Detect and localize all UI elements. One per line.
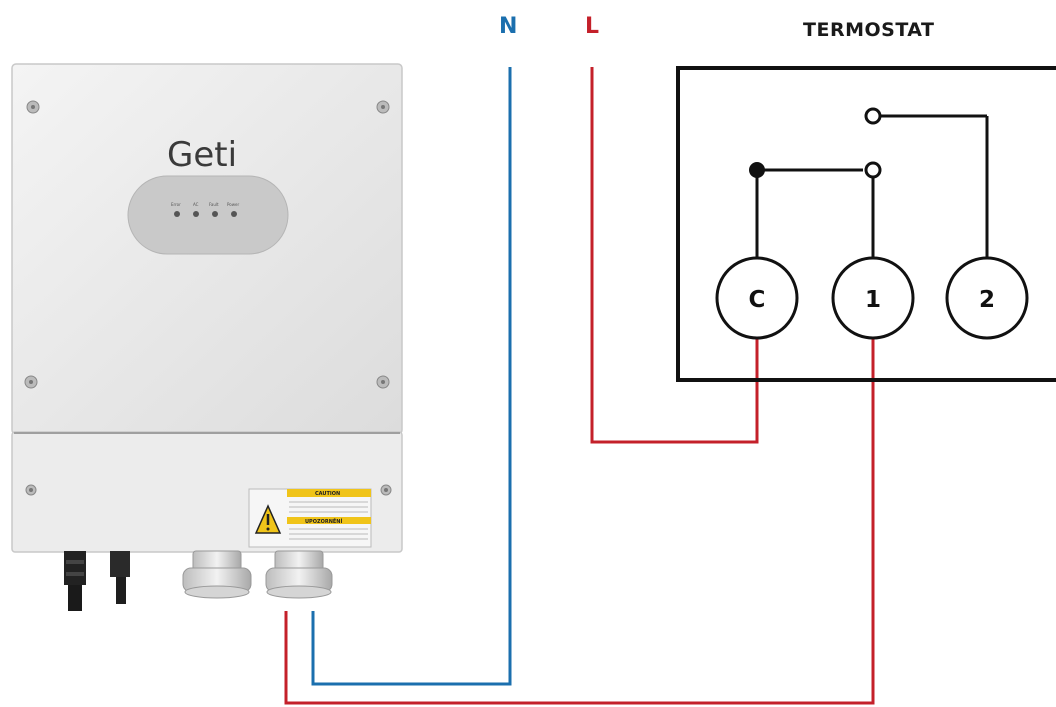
terminal-1-label: 1 (865, 287, 881, 313)
terminal-c-label: C (749, 287, 766, 313)
live-wire-input (590, 67, 759, 444)
thermostat-label: TERMOSTAT (803, 19, 935, 41)
warning-title: UPOZORNĚNÍ (305, 517, 342, 525)
junction-dot (749, 162, 765, 178)
led-label: Fault (209, 202, 219, 207)
led-power (231, 211, 237, 217)
screw-icon (376, 375, 390, 389)
screw-icon (376, 100, 390, 114)
led-label: Error (171, 202, 181, 207)
terminal-c: C (715, 256, 799, 340)
terminal-2-label: 2 (979, 287, 995, 313)
led-ac (193, 211, 199, 217)
dc-connector (64, 551, 86, 611)
screw-icon (26, 100, 40, 114)
contact-open-2 (864, 107, 882, 125)
neutral-wire (311, 67, 512, 686)
contact-open-1 (864, 161, 882, 179)
led-indicators: Error AC Fault Power (171, 202, 239, 217)
brand-logo: Geti (167, 135, 237, 175)
led-label: AC (193, 202, 199, 207)
live-wire-output (284, 337, 875, 705)
inverter-device: Geti Error AC Fault Power CAUTION UPOZOR… (11, 63, 403, 611)
led-fault (212, 211, 218, 217)
caution-sticker: CAUTION UPOZORNĚNÍ (248, 488, 372, 548)
neutral-label: N (499, 14, 518, 39)
led-label: Power (227, 202, 239, 207)
led-error (174, 211, 180, 217)
terminal-1: 1 (831, 256, 915, 340)
screw-icon (380, 484, 392, 496)
terminal-2: 2 (945, 256, 1029, 340)
thermostat-box: C 1 2 (676, 66, 1056, 382)
led-panel (127, 175, 289, 255)
cable-gland (182, 550, 252, 599)
screw-icon (24, 375, 38, 389)
dc-connector (110, 551, 130, 604)
warning-icon (254, 504, 282, 534)
caution-title: CAUTION (315, 491, 340, 497)
cable-gland (265, 550, 333, 599)
live-label: L (585, 14, 600, 39)
screw-icon (25, 484, 37, 496)
